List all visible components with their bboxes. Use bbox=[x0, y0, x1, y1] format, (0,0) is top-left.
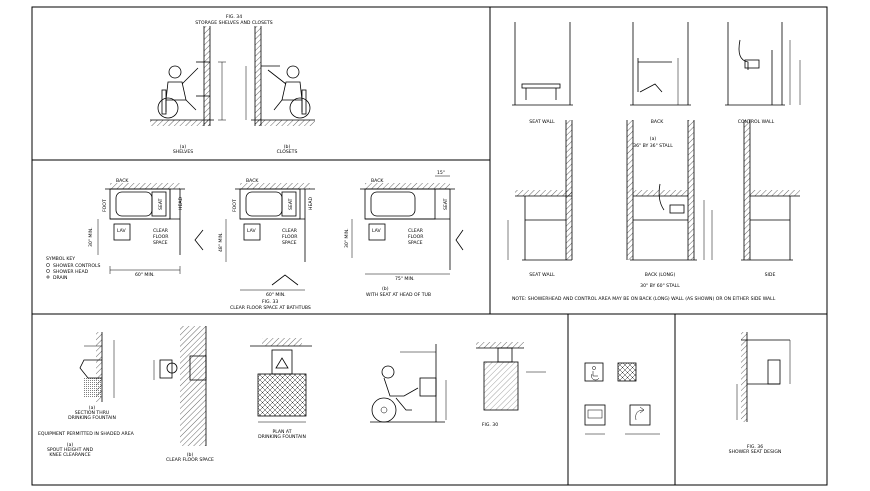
tub2-foot-label: FOOT bbox=[232, 199, 238, 212]
caption-a-letter: (a) bbox=[180, 144, 187, 150]
tub3-cfs-3: SPACE bbox=[408, 240, 423, 246]
tub-plan-3: BACK 15" SEAT LAV CLEAR FLOOR SPACE 30" … bbox=[344, 170, 464, 298]
symbols-panel bbox=[584, 362, 660, 435]
tub3-caption-letter: (b) bbox=[382, 286, 389, 292]
symbol-key: SYMBOL KEY SHOWER CONTROLS SHOWER HEAD D… bbox=[46, 256, 101, 281]
shelves-elevation: (a) SHELVES bbox=[150, 26, 226, 155]
tub2-dim-48: 48" MIN. bbox=[218, 232, 224, 252]
tub1-foot-label: FOOT bbox=[102, 199, 108, 212]
tub-plan-2: BACK SEAT FOOT HEAD LAV CLEAR FLOOR SPAC… bbox=[218, 178, 315, 311]
stall30-seat-wall-elevation: SEAT WALL bbox=[507, 120, 573, 278]
shower-seat-wall-label: SEAT WALL bbox=[529, 119, 555, 125]
stall30-back-long-elevation: BACK (LONG) bbox=[626, 120, 713, 278]
closets-elevation: (b) CLOSETS bbox=[245, 26, 315, 155]
tub1-seat-label: SEAT bbox=[158, 198, 164, 210]
tub1-lav-label: LAV bbox=[117, 228, 127, 234]
symbol-key-title: SYMBOL KEY bbox=[46, 256, 75, 262]
caption-closets: CLOSETS bbox=[277, 149, 298, 155]
tub3-cfs-2: FLOOR bbox=[408, 234, 424, 240]
shower-seat-wall-elevation: SEAT WALL bbox=[512, 22, 573, 125]
fountain-spout-line2: KNEE CLEARANCE bbox=[49, 452, 90, 458]
fountain-clear-letter: (b) bbox=[187, 452, 194, 458]
fountain-section-line1: SECTION THRU bbox=[75, 410, 110, 416]
stall30-back-long-label: BACK (LONG) bbox=[645, 272, 676, 278]
fountain-plan: PLAN AT DRINKING FOUNTAIN bbox=[250, 338, 312, 440]
tub3-dim-30: 30" MIN. bbox=[344, 228, 350, 248]
fountain-wheelchair-elevation bbox=[370, 344, 447, 423]
tub2-dim-60: 60" MIN. bbox=[266, 292, 286, 298]
tub1-cfs-1: CLEAR bbox=[153, 228, 169, 234]
caption-b-letter: (b) bbox=[284, 144, 291, 150]
tub3-dim-75: 75" MIN. bbox=[395, 276, 415, 282]
tub2-lav-label: LAV bbox=[247, 228, 257, 234]
stall30-seat-wall-label: SEAT WALL bbox=[529, 272, 555, 278]
tub1-cfs-2: FLOOR bbox=[153, 234, 169, 240]
fig30-label: FIG. 30 bbox=[482, 422, 498, 428]
fountain-spout-line1: SPOUT HEIGHT AND bbox=[47, 447, 94, 453]
symbol-key-drain: DRAIN bbox=[53, 275, 67, 281]
caption-shelves: SHELVES bbox=[173, 149, 193, 155]
stall-36-label: 36" BY 36" STALL bbox=[633, 143, 673, 149]
shower-seat-design-panel: FIG. 36 SHOWER SEAT DESIGN bbox=[729, 332, 791, 455]
fig33-subtitle: CLEAR FLOOR SPACE AT BATHTUBS bbox=[230, 305, 311, 311]
tub2-seat-label: SEAT bbox=[288, 198, 294, 210]
shower-back-elevation: BACK bbox=[630, 22, 691, 125]
tub1-back-label: BACK bbox=[116, 178, 129, 184]
stall-36-letter: (a) bbox=[650, 136, 657, 142]
fig33-title: FIG. 33 bbox=[262, 299, 278, 305]
stall30-side-elevation: SIDE bbox=[741, 120, 800, 278]
storage-shelves-closets-panel: FIG. 34 STORAGE SHELVES AND CLOSETS (a) … bbox=[150, 14, 315, 155]
symbol-key-controls: SHOWER CONTROLS bbox=[53, 263, 101, 269]
symbol-key-head: SHOWER HEAD bbox=[53, 269, 89, 275]
fountain-equipment-note: EQUIPMENT PERMITTED IN SHADED AREA bbox=[38, 431, 135, 437]
tub3-cfs-1: CLEAR bbox=[408, 228, 424, 234]
tub1-head-label: HEAD bbox=[178, 197, 184, 210]
fig34-subtitle: STORAGE SHELVES AND CLOSETS bbox=[195, 20, 272, 26]
tub-plan-1: BACK SEAT FOOT HEAD LAV CLEAR FLOOR SPAC… bbox=[88, 178, 204, 278]
fig36-title: FIG. 36 bbox=[747, 444, 763, 450]
tub2-cfs-2: FLOOR bbox=[282, 234, 298, 240]
sheet-frame bbox=[31, 6, 828, 486]
shower-control-wall-elevation: CONTROL WALL bbox=[725, 22, 801, 125]
shower-control-wall-label: CONTROL WALL bbox=[738, 119, 775, 125]
tub1-dim-30: 30" MIN. bbox=[88, 227, 94, 247]
fountain-spout-letter: (a) bbox=[67, 442, 74, 448]
tub2-cfs-1: CLEAR bbox=[282, 228, 298, 234]
tub3-lav-label: LAV bbox=[372, 228, 382, 234]
shower-back-label: BACK bbox=[651, 119, 664, 125]
tub2-back-label: BACK bbox=[246, 178, 259, 184]
tub3-caption: WITH SEAT AT HEAD OF TUB bbox=[366, 292, 431, 298]
drinking-fountain-panel: (a) SECTION THRU DRINKING FOUNTAIN EQUIP… bbox=[38, 326, 546, 463]
tub3-back-label: BACK bbox=[371, 178, 384, 184]
tub1-cfs-3: SPACE bbox=[153, 240, 168, 246]
fountain-section-letter: (a) bbox=[89, 405, 96, 411]
tub2-head-label: HEAD bbox=[308, 197, 314, 210]
fountain-plan-line1: PLAN AT bbox=[272, 429, 291, 435]
fountain-clear-text: CLEAR FLOOR SPACE bbox=[166, 457, 214, 463]
stall30-side-label: SIDE bbox=[765, 272, 776, 278]
fountain-fig30: FIG. 30 bbox=[476, 342, 546, 428]
stall-30-60-label: 30" BY 60" STALL bbox=[640, 283, 680, 289]
bathtubs-panel: SYMBOL KEY SHOWER CONTROLS SHOWER HEAD D… bbox=[46, 170, 464, 311]
shower-note: NOTE: SHOWERHEAD AND CONTROL AREA MAY BE… bbox=[512, 296, 776, 302]
fig36-subtitle: SHOWER SEAT DESIGN bbox=[729, 449, 782, 455]
tub2-cfs-3: SPACE bbox=[282, 240, 297, 246]
fountain-section-line2: DRINKING FOUNTAIN bbox=[68, 415, 116, 421]
fountain-section: (a) SECTION THRU DRINKING FOUNTAIN EQUIP… bbox=[38, 332, 135, 458]
fountain-plan-line2: DRINKING FOUNTAIN bbox=[258, 434, 306, 440]
tub1-dim-60: 60" MIN. bbox=[135, 272, 155, 278]
fig34-title: FIG. 34 bbox=[226, 14, 242, 20]
fountain-clear-floor-space: (b) CLEAR FLOOR SPACE bbox=[153, 326, 214, 463]
tub3-dim-15: 15" bbox=[437, 170, 445, 176]
shower-stalls-panel: SEAT WALL BACK CONTROL WALL (a) 36" BY 3 bbox=[507, 22, 801, 302]
tub3-seat-label: SEAT bbox=[443, 198, 449, 210]
